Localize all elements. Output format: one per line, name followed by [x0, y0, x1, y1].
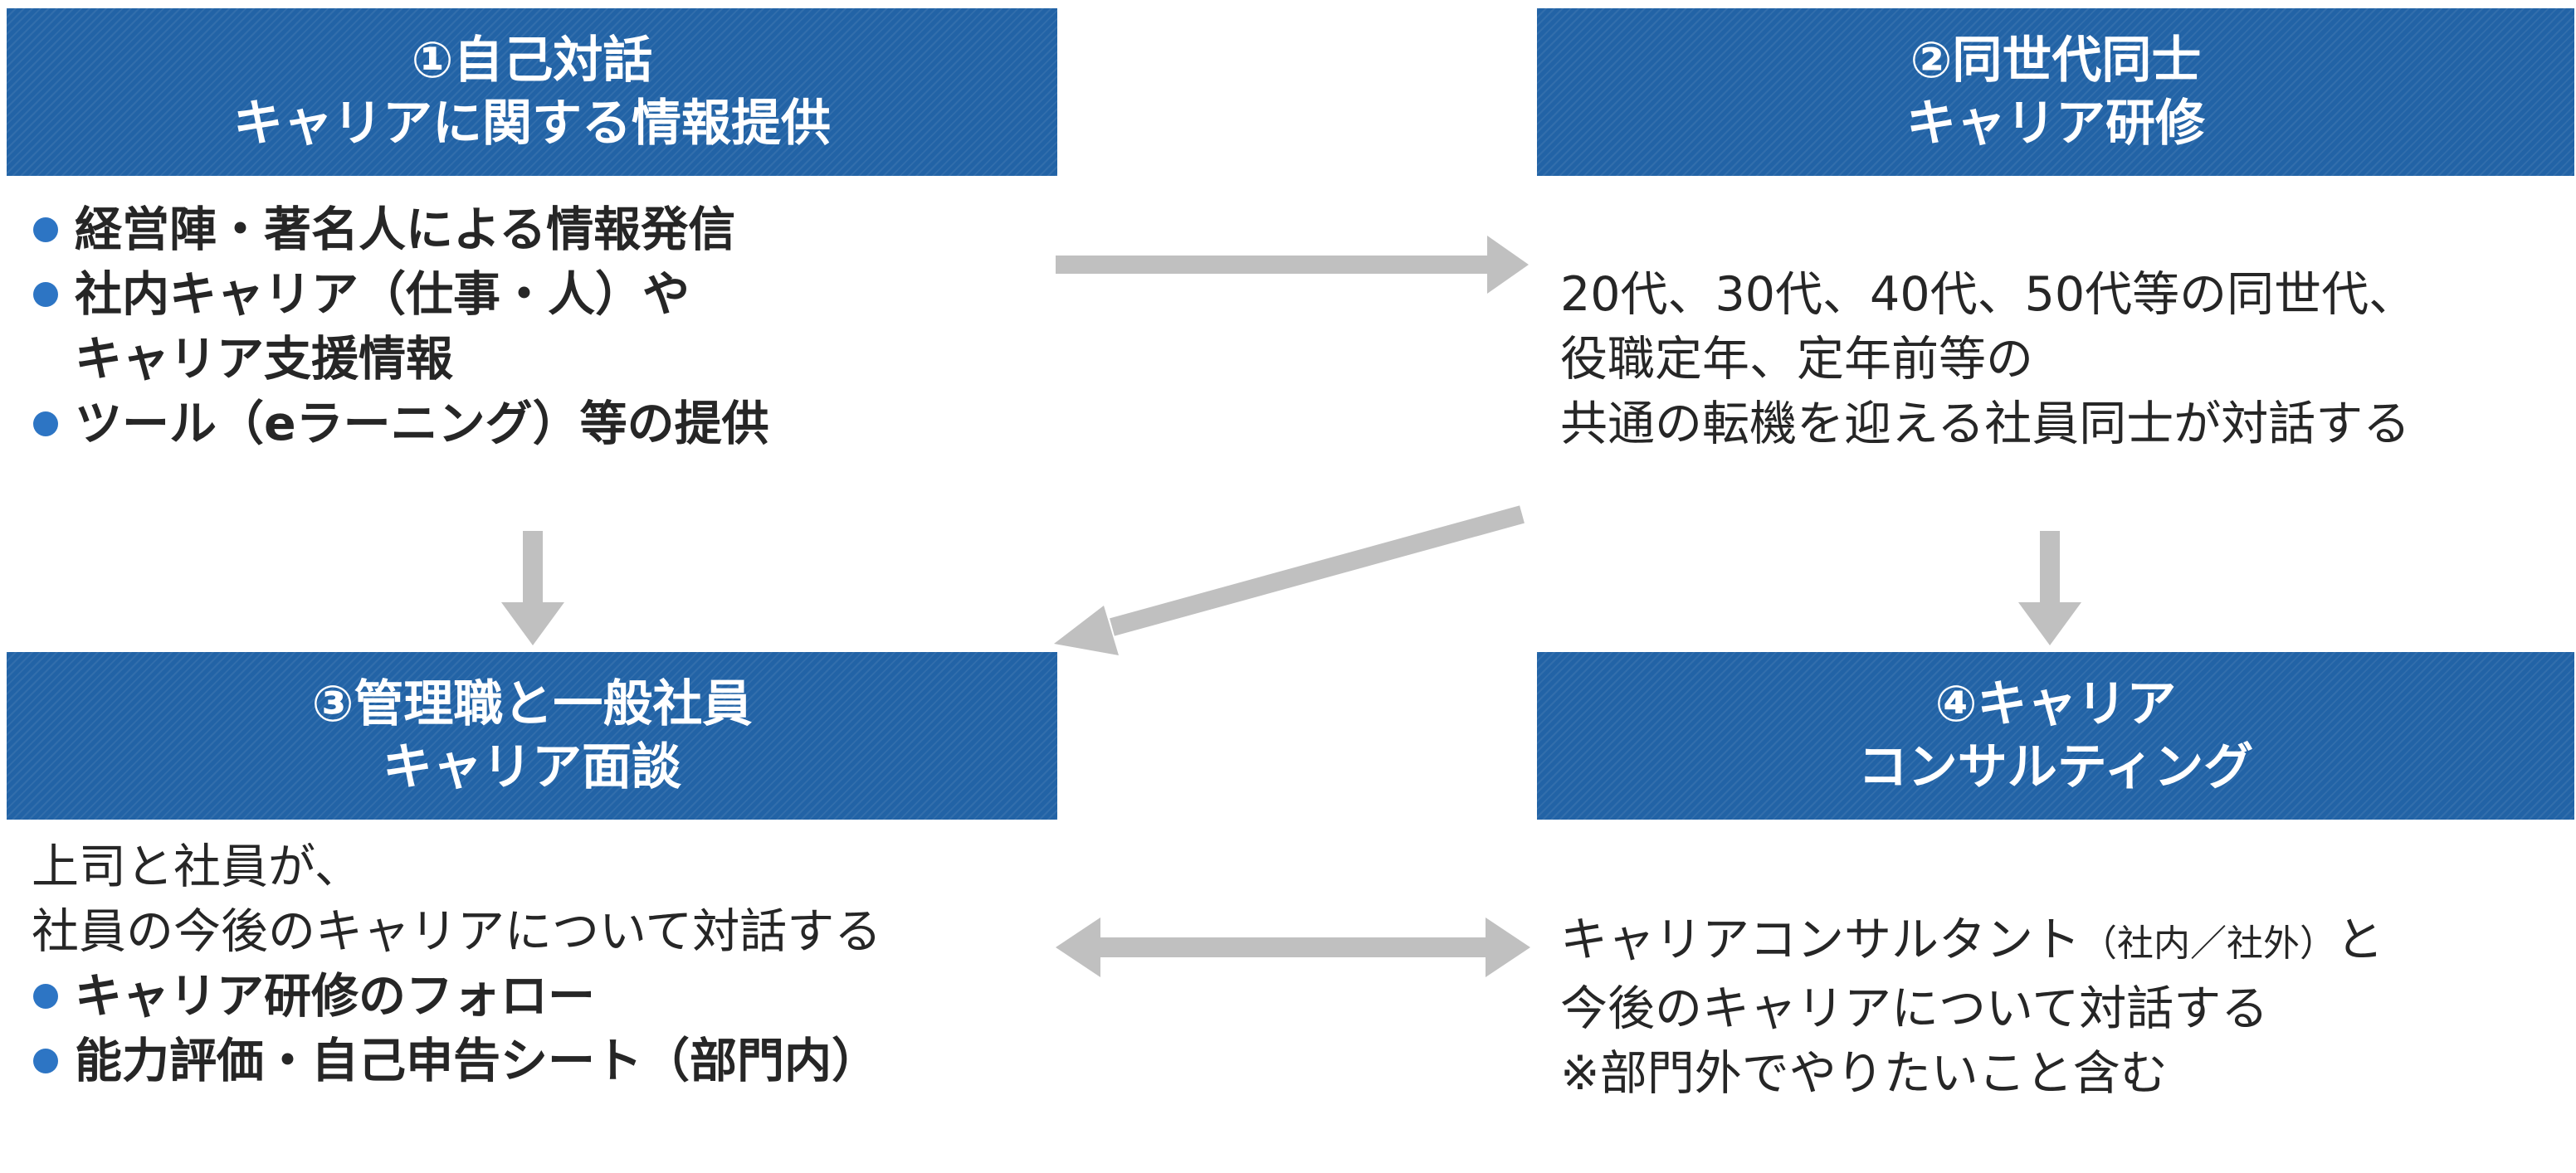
description-line: ※部門外でやりたいこと含む: [1560, 1046, 2168, 1101]
list-item-text: ツール（eラーニング）等の提供: [75, 397, 769, 451]
self-dialogue-header: ①自己対話 キャリアに関する情報提供: [7, 8, 1057, 176]
consultant-particle: と: [2336, 913, 2383, 967]
bullet-icon: [33, 411, 58, 436]
self-dialogue-content: 経営陣・著名人による情報発信 社内キャリア（仕事・人）や キャリア支援情報 ツー…: [32, 197, 769, 456]
manager-interview-title-line2: キャリア面談: [383, 738, 681, 796]
description-line: 20代、30代、40代、50代等の同世代、: [1560, 267, 2417, 322]
list-item-text: キャリア研修のフォロー: [75, 969, 595, 1024]
consulting-content: キャリアコンサルタント（社内／社外）と 今後のキャリアについて対話する ※部門外…: [1560, 908, 2383, 1106]
arrow-diagonal-icon: [1054, 505, 1525, 655]
list-item: 経営陣・著名人による情報発信: [32, 197, 769, 262]
bullet-icon: [33, 1049, 58, 1073]
bullet-icon: [33, 217, 58, 242]
description-line: キャリアコンサルタント（社内／社外）と: [1560, 908, 2383, 976]
same-generation-title-line2: キャリア研修: [1906, 95, 2205, 153]
arrow-down-icon: [2018, 531, 2081, 645]
self-dialogue-title-line1: ①自己対話: [411, 32, 653, 90]
description-line: 役職定年、定年前等の: [1560, 332, 2033, 387]
list-item: 能力評価・自己申告シート（部門内）: [32, 1029, 881, 1093]
consulting-title-line2: コンサルティング: [1857, 738, 2254, 796]
description-line: 今後のキャリアについて対話する: [1560, 981, 2269, 1036]
list-item: キャリア研修のフォロー: [32, 964, 881, 1029]
manager-interview-content: 上司と社員が、 社員の今後のキャリアについて対話する キャリア研修のフォロー 能…: [32, 835, 881, 1093]
list-item: 社内キャリア（仕事・人）や: [32, 262, 769, 327]
same-generation-content: 20代、30代、40代、50代等の同世代、 役職定年、定年前等の 共通の転機を迎…: [1560, 262, 2416, 456]
list-item-text: 能力評価・自己申告シート（部門内）: [75, 1034, 879, 1088]
manager-interview-title-line1: ③管理職と一般社員: [311, 675, 753, 733]
consultant-scope: （社内／社外）: [2081, 922, 2336, 965]
description-line: 上司と社員が、: [32, 840, 362, 894]
description-line: 共通の転機を迎える社員同士が対話する: [1560, 397, 2411, 451]
bullet-icon: [33, 984, 58, 1009]
consulting-title-line1: ④キャリア: [1934, 675, 2177, 733]
arrow-bidirectional-icon: [1056, 917, 1530, 977]
consultant-label: キャリアコンサルタント: [1560, 913, 2081, 967]
list-item-text: 社内キャリア（仕事・人）や: [75, 267, 690, 322]
self-dialogue-title-line2: キャリアに関する情報提供: [233, 95, 831, 153]
same-generation-header: ②同世代同士 キャリア研修: [1537, 8, 2574, 176]
bullet-icon: [33, 282, 58, 307]
arrow-right-icon: [1056, 236, 1529, 294]
same-generation-title-line1: ②同世代同士: [1910, 32, 2202, 90]
list-item-continuation: キャリア支援情報: [75, 332, 453, 387]
consulting-header: ④キャリア コンサルティング: [1537, 652, 2574, 820]
list-item: ツール（eラーニング）等の提供: [32, 392, 769, 456]
arrow-down-icon: [501, 531, 564, 645]
list-item-text: 経営陣・著名人による情報発信: [75, 202, 736, 257]
description-line: 社員の今後のキャリアについて対話する: [32, 904, 882, 959]
manager-interview-header: ③管理職と一般社員 キャリア面談: [7, 652, 1057, 820]
